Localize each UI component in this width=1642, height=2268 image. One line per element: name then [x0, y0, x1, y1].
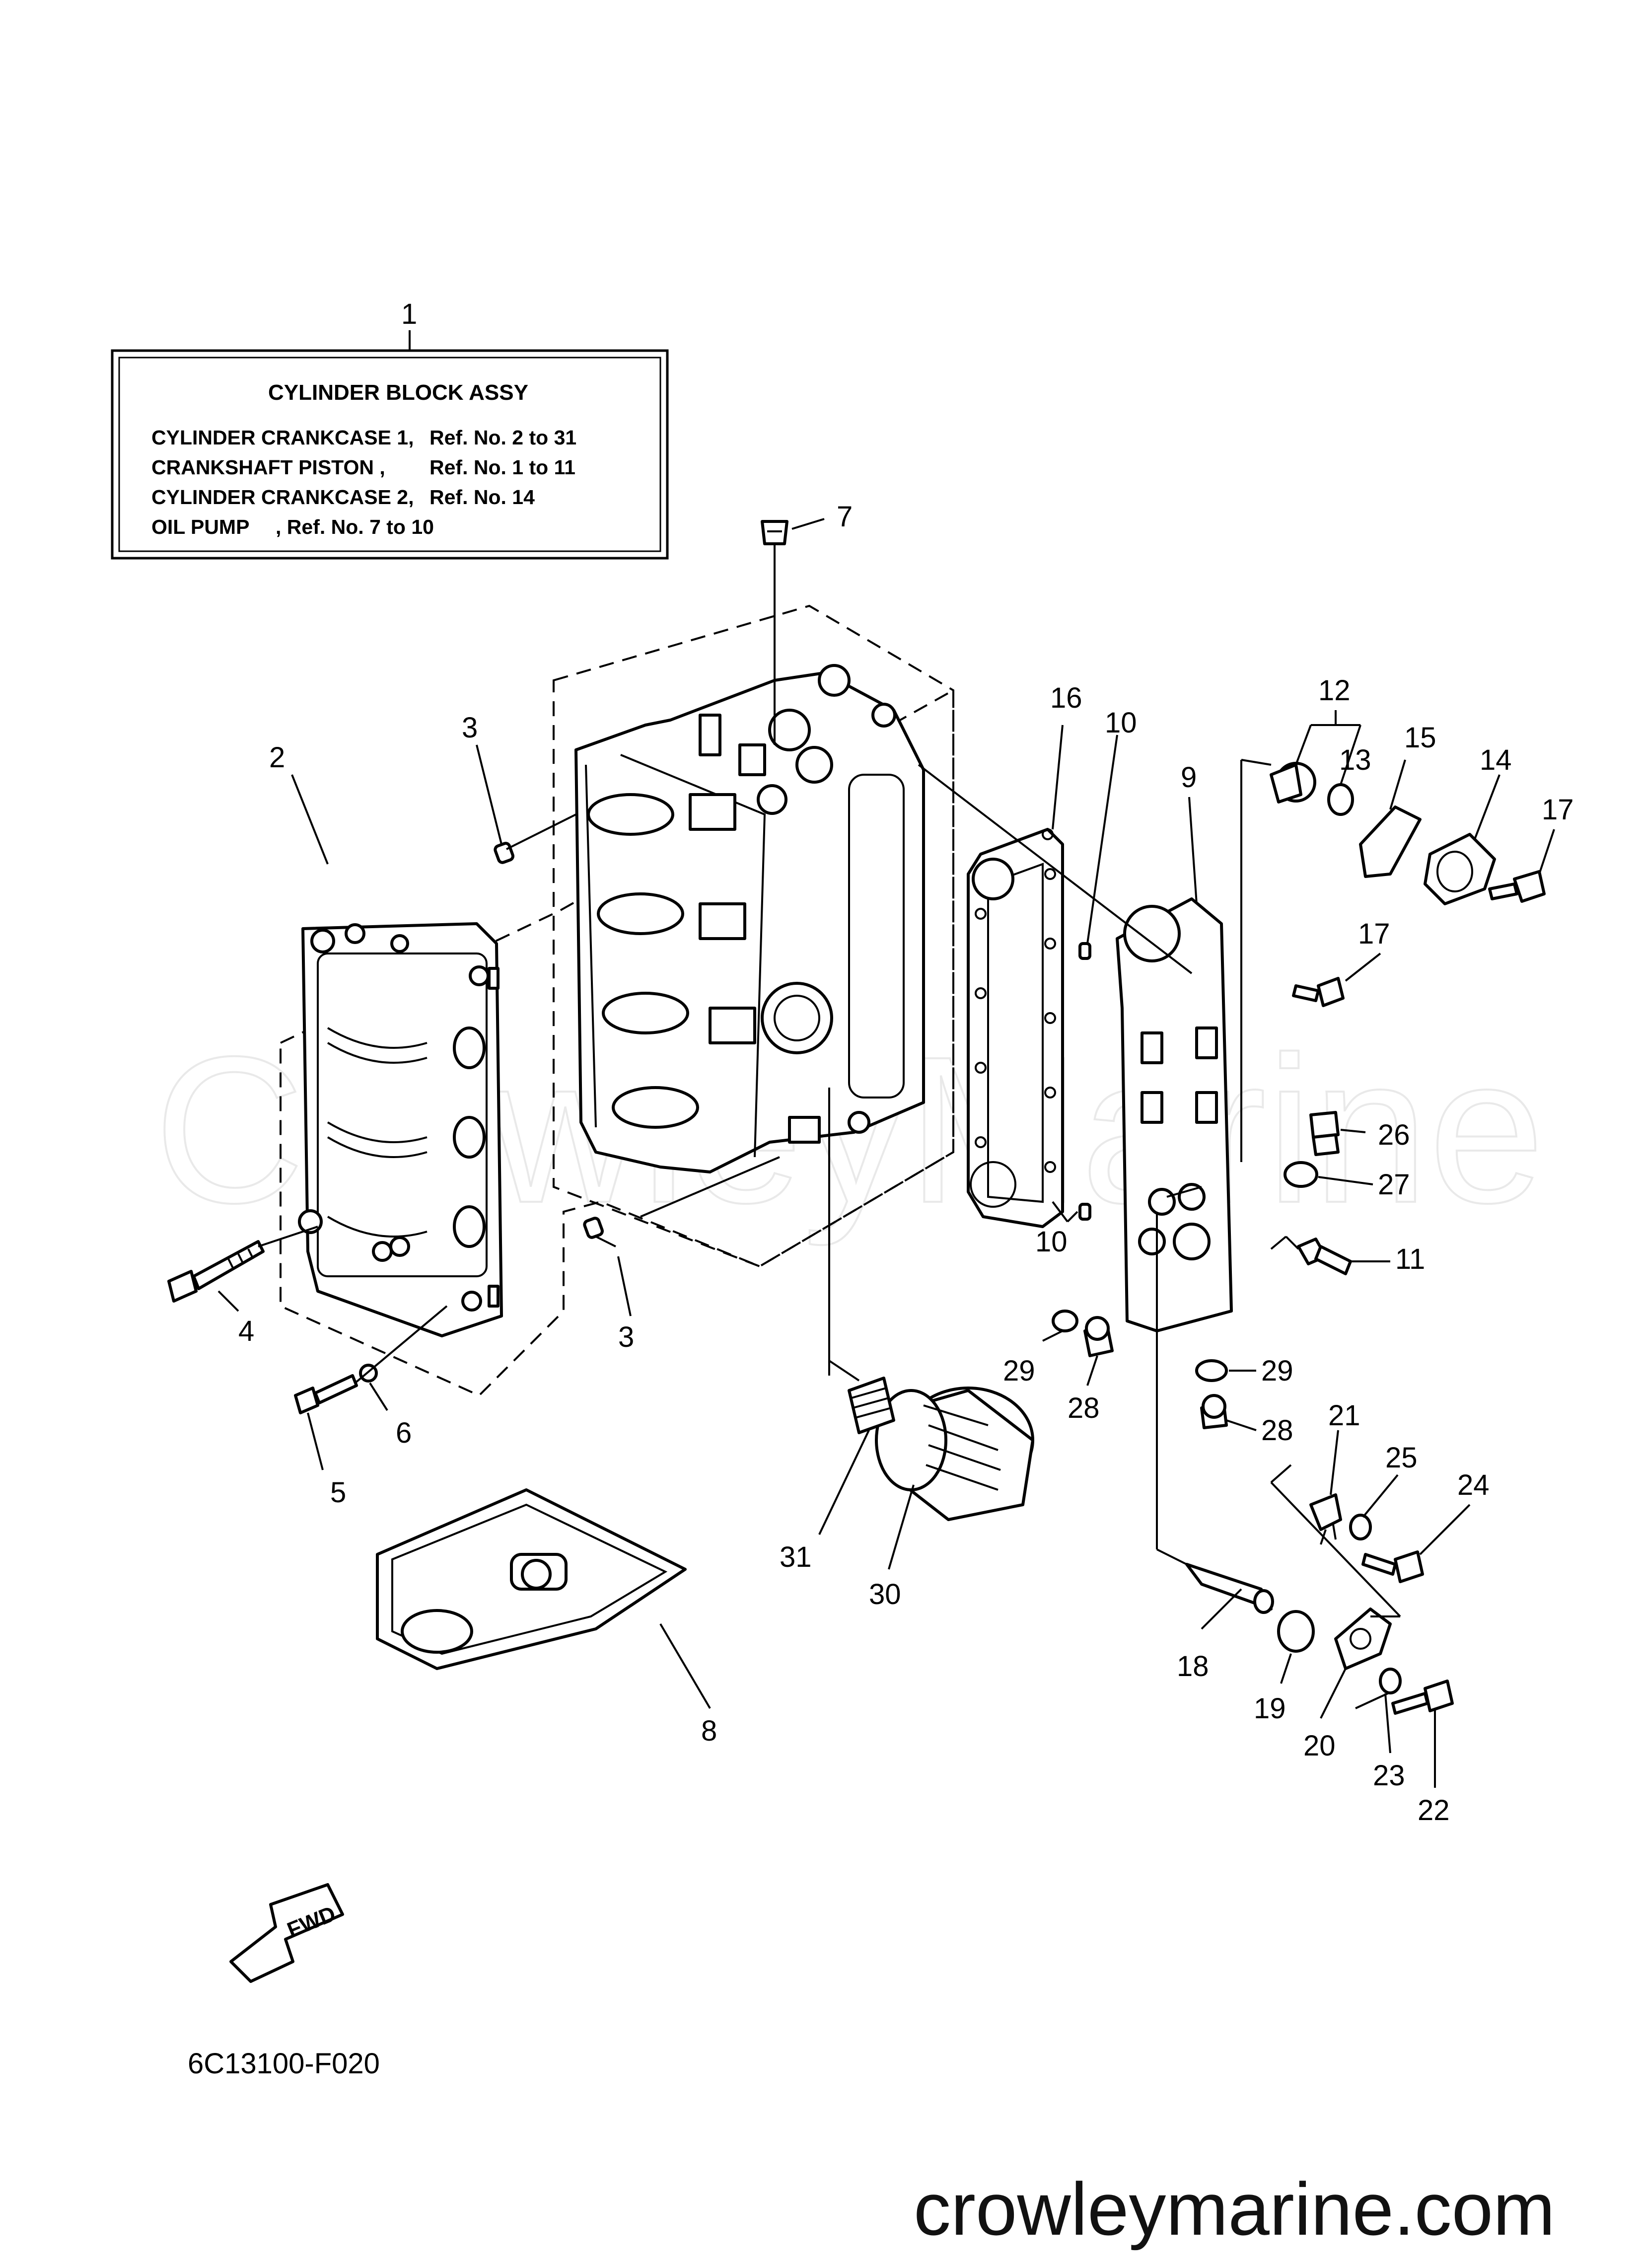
crankcase-2 [298, 922, 503, 1337]
callout-28-right: 28 [1261, 1414, 1293, 1447]
callout-24: 24 [1457, 1469, 1490, 1501]
drain-plug-26 [1309, 1111, 1340, 1156]
cylinder-block [574, 664, 925, 1173]
callout-23: 23 [1373, 1759, 1405, 1792]
callout-13: 13 [1339, 744, 1371, 776]
callout-21: 21 [1328, 1399, 1360, 1432]
dowel-pin-upper [494, 842, 514, 864]
callout-15: 15 [1404, 722, 1436, 754]
callout-11: 11 [1395, 1243, 1425, 1275]
callout-22: 22 [1418, 1794, 1450, 1827]
oil-filter-fitting [848, 1377, 895, 1434]
callout-12: 12 [1318, 674, 1351, 707]
gasket-29-left [1052, 1310, 1078, 1332]
seal-27 [1284, 1161, 1318, 1188]
sensor-20 [1334, 1608, 1392, 1670]
callout-8: 8 [701, 1715, 717, 1747]
thermostat-seal [1327, 783, 1354, 816]
lower-gasket [376, 1488, 687, 1670]
callout-10-upper: 10 [1105, 707, 1137, 739]
callout-labels: 2 3 3 4 5 6 7 8 9 10 10 11 12 13 14 15 1… [238, 501, 1574, 1827]
leader-lines [217, 518, 1555, 1788]
bolt-24 [1361, 1550, 1424, 1583]
callout-18: 18 [1177, 1650, 1209, 1683]
cylinder-block-assembly-outline [553, 604, 954, 1268]
thermostat-cover [1424, 833, 1496, 905]
short-bolt [294, 1374, 358, 1414]
site-url: crowleymarine.com [914, 2167, 1555, 2251]
legend-line-2-ref: Ref. No. 1 to 11 [429, 456, 575, 479]
callout-2: 2 [269, 741, 285, 774]
diagram-code: 6C13100-F020 [188, 2048, 380, 2080]
plug-top [761, 520, 788, 545]
sensor-cover-18 [1185, 1563, 1274, 1614]
fwd-direction-badge: FWD [229, 1883, 344, 1983]
plug-28-left [1083, 1316, 1114, 1357]
oil-pump-cover [1116, 897, 1233, 1332]
dowel-pin-10-lower [1078, 1203, 1091, 1221]
callout-25: 25 [1385, 1442, 1418, 1474]
bolt-22 [1391, 1680, 1454, 1715]
sensor-21 [1309, 1493, 1342, 1545]
callout-6: 6 [396, 1417, 412, 1449]
thermostat-cover-gasket [1359, 805, 1422, 878]
callout-16: 16 [1050, 682, 1082, 714]
callout-26: 26 [1378, 1119, 1410, 1151]
callout-3-upper: 3 [462, 712, 478, 744]
washer-25 [1349, 1514, 1372, 1540]
callout-4: 4 [238, 1315, 254, 1347]
callout-29-left: 29 [1003, 1355, 1035, 1387]
callout-9: 9 [1181, 761, 1197, 794]
legend-line-1-name: CYLINDER CRANKCASE 1, [151, 426, 414, 449]
callout-5: 5 [330, 1476, 346, 1509]
gasket [967, 828, 1064, 1228]
long-bolt [167, 1240, 265, 1303]
callout-14: 14 [1480, 744, 1512, 776]
legend-line-2-name: CRANKSHAFT PISTON , [151, 456, 385, 479]
washer-23 [1379, 1668, 1402, 1694]
callout-1: 1 [401, 298, 417, 330]
callout-17-upper: 17 [1542, 794, 1574, 826]
thermostat [1270, 762, 1316, 804]
callout-10-lower: 10 [1035, 1226, 1068, 1258]
gasket-29-right [1195, 1359, 1228, 1382]
legend-line-4-name: OIL PUMP [151, 515, 249, 538]
dowel-pin-10-upper [1078, 942, 1091, 960]
legend-box: 1 CYLINDER BLOCK ASSY CYLINDER CRANKCASE… [111, 298, 669, 560]
callout-19: 19 [1254, 1692, 1286, 1725]
callout-31: 31 [780, 1541, 812, 1573]
oil-filter [875, 1387, 1034, 1521]
legend-line-1-ref: Ref. No. 2 to 31 [429, 426, 576, 449]
legend-line-4-ref: , Ref. No. 7 to 10 [276, 515, 434, 538]
callout-3-lower: 3 [618, 1321, 634, 1353]
fitting-11 [1297, 1238, 1352, 1275]
grommet-19 [1277, 1610, 1315, 1653]
callout-29-right: 29 [1261, 1355, 1293, 1387]
callout-17-lower: 17 [1358, 918, 1390, 950]
legend-line-3-ref: Ref. No. 14 [429, 486, 535, 509]
callout-30: 30 [869, 1578, 901, 1610]
bolt-17-lower [1292, 977, 1345, 1007]
callout-27: 27 [1378, 1169, 1410, 1201]
bolt-17-upper [1488, 870, 1546, 903]
legend-title: CYLINDER BLOCK ASSY [268, 380, 528, 405]
callout-20: 20 [1303, 1730, 1336, 1762]
callout-28-left: 28 [1068, 1392, 1100, 1424]
plug-28-right [1200, 1394, 1228, 1429]
legend-line-3-name: CYLINDER CRANKCASE 2, [151, 486, 414, 509]
callout-7: 7 [837, 501, 853, 533]
